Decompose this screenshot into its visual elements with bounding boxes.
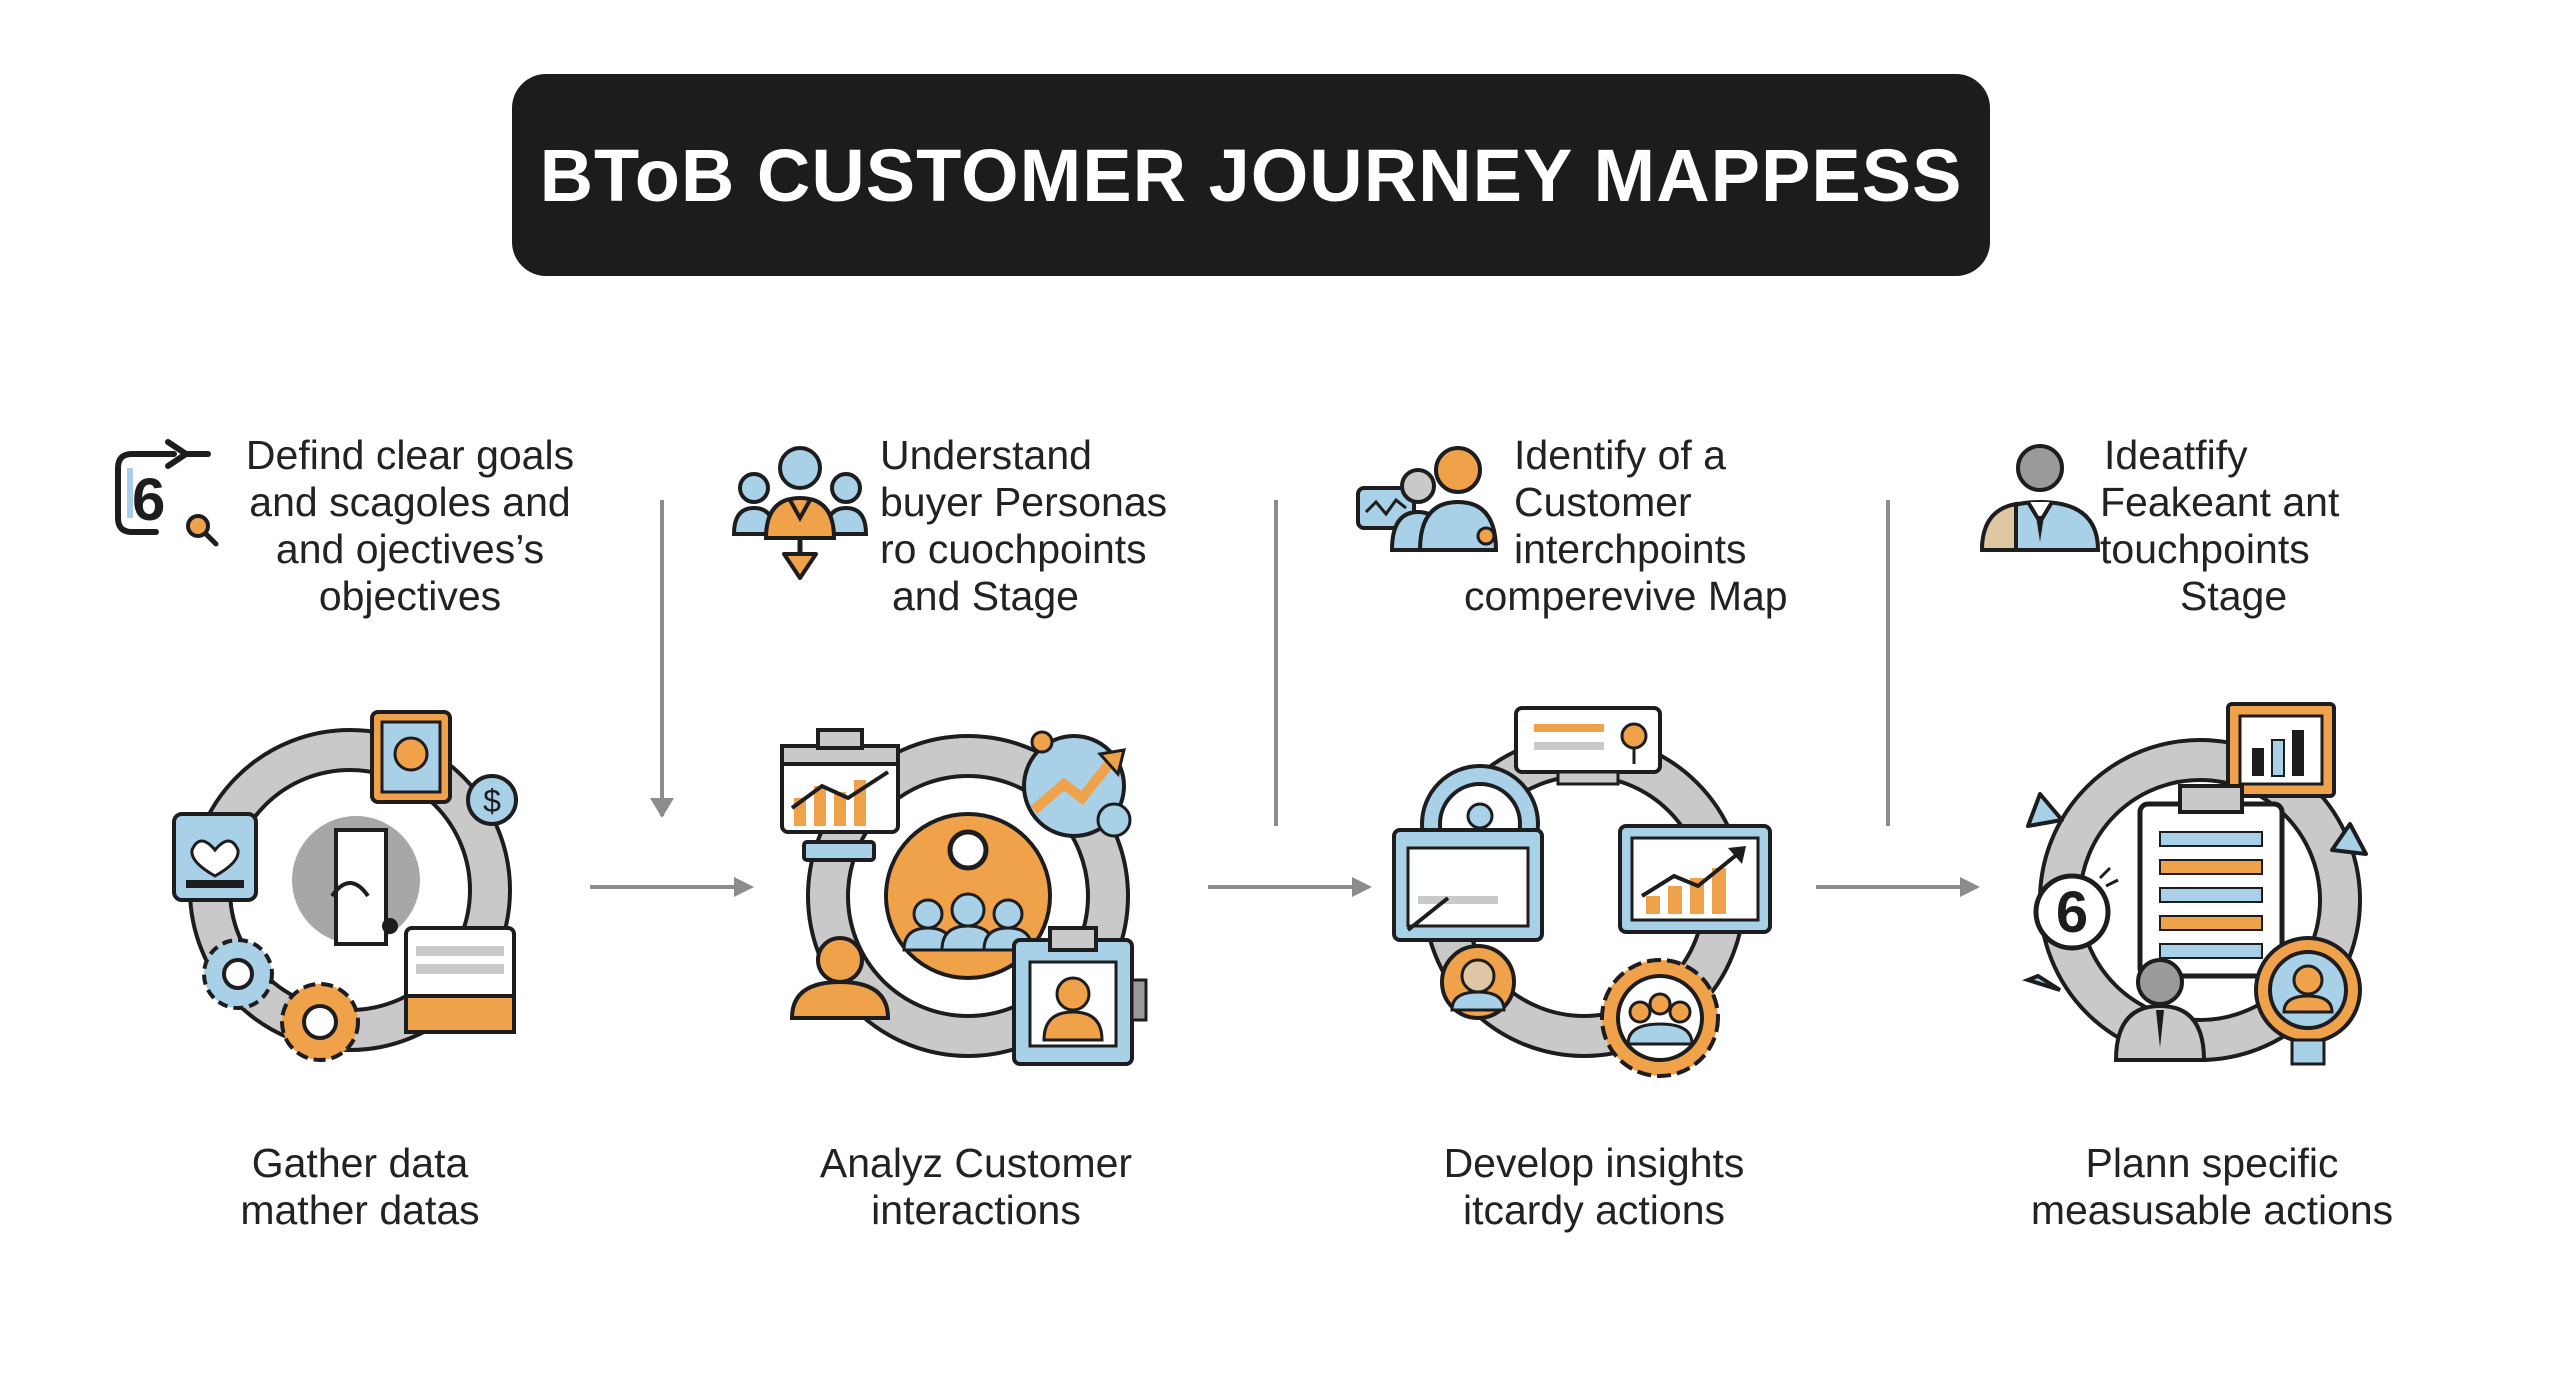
cycle-arrow-icon bbox=[2330, 822, 2368, 856]
step-4-heading: Ideatfify Feakeant ant touchpoints Stage bbox=[1976, 432, 2536, 642]
cycle-4-illustration: 6 bbox=[2022, 702, 2368, 1066]
divider-line bbox=[1886, 500, 1890, 826]
cycle-arrow-icon bbox=[2026, 792, 2064, 828]
flow-arrow-icon bbox=[1816, 877, 1980, 897]
team-persona-icon bbox=[731, 446, 869, 580]
svg-text:$: $ bbox=[483, 783, 501, 819]
step-3-heading: Identify of a Customer interchpoints com… bbox=[1354, 432, 1914, 642]
cycle-3-illustration bbox=[1392, 706, 1772, 1078]
divider-arrow-icon bbox=[650, 798, 674, 818]
page-title: BToB CUSTOMER JOURNEY MAPPESS bbox=[539, 133, 1963, 217]
step-2-heading-text: Understand buyer Personas ro cuochpoints… bbox=[880, 432, 1168, 619]
cycle-1-illustration: $ bbox=[172, 710, 518, 1062]
person-icon bbox=[816, 936, 864, 984]
flow-arrow-icon bbox=[590, 877, 754, 897]
step-1-caption: Gather data mather datas bbox=[240, 1140, 480, 1233]
title-banner: BToB CUSTOMER JOURNEY MAPPESS bbox=[512, 74, 1990, 276]
step-1-heading-text: Defind clear goals and scagoles and and … bbox=[245, 432, 575, 619]
step-1-heading: 6 Defind clear goals and scagoles and an… bbox=[110, 432, 670, 642]
cycle-badge-number: 6 bbox=[2056, 880, 2088, 945]
business-person-icon bbox=[1979, 444, 2101, 552]
cycle-2-illustration bbox=[780, 728, 1148, 1066]
step-3-caption: Develop insights itcardy actions bbox=[1443, 1140, 1745, 1233]
person-icon bbox=[2136, 958, 2184, 1006]
step-3-heading-text: Identify of a Customer interchpoints com… bbox=[1464, 432, 1788, 619]
step-2-caption: Analyz Customer interactions bbox=[819, 1140, 1133, 1233]
flow-arrow-icon bbox=[1208, 877, 1372, 897]
step-4-heading-text: Ideatfify Feakeant ant touchpoints Stage bbox=[2100, 432, 2340, 619]
step-4-caption: Plann specific measusable actions bbox=[2030, 1140, 2394, 1233]
customer-screen-icon bbox=[1356, 446, 1499, 552]
divider-line bbox=[1274, 500, 1278, 826]
divider-line bbox=[660, 500, 664, 816]
refresh-number-icon: 6 bbox=[115, 439, 219, 547]
dollar-icon bbox=[466, 774, 518, 826]
step-1-badge-number: 6 bbox=[132, 466, 165, 533]
step-2-heading: Understand buyer Personas ro cuochpoints… bbox=[730, 432, 1290, 642]
number-badge-icon bbox=[2033, 873, 2111, 951]
